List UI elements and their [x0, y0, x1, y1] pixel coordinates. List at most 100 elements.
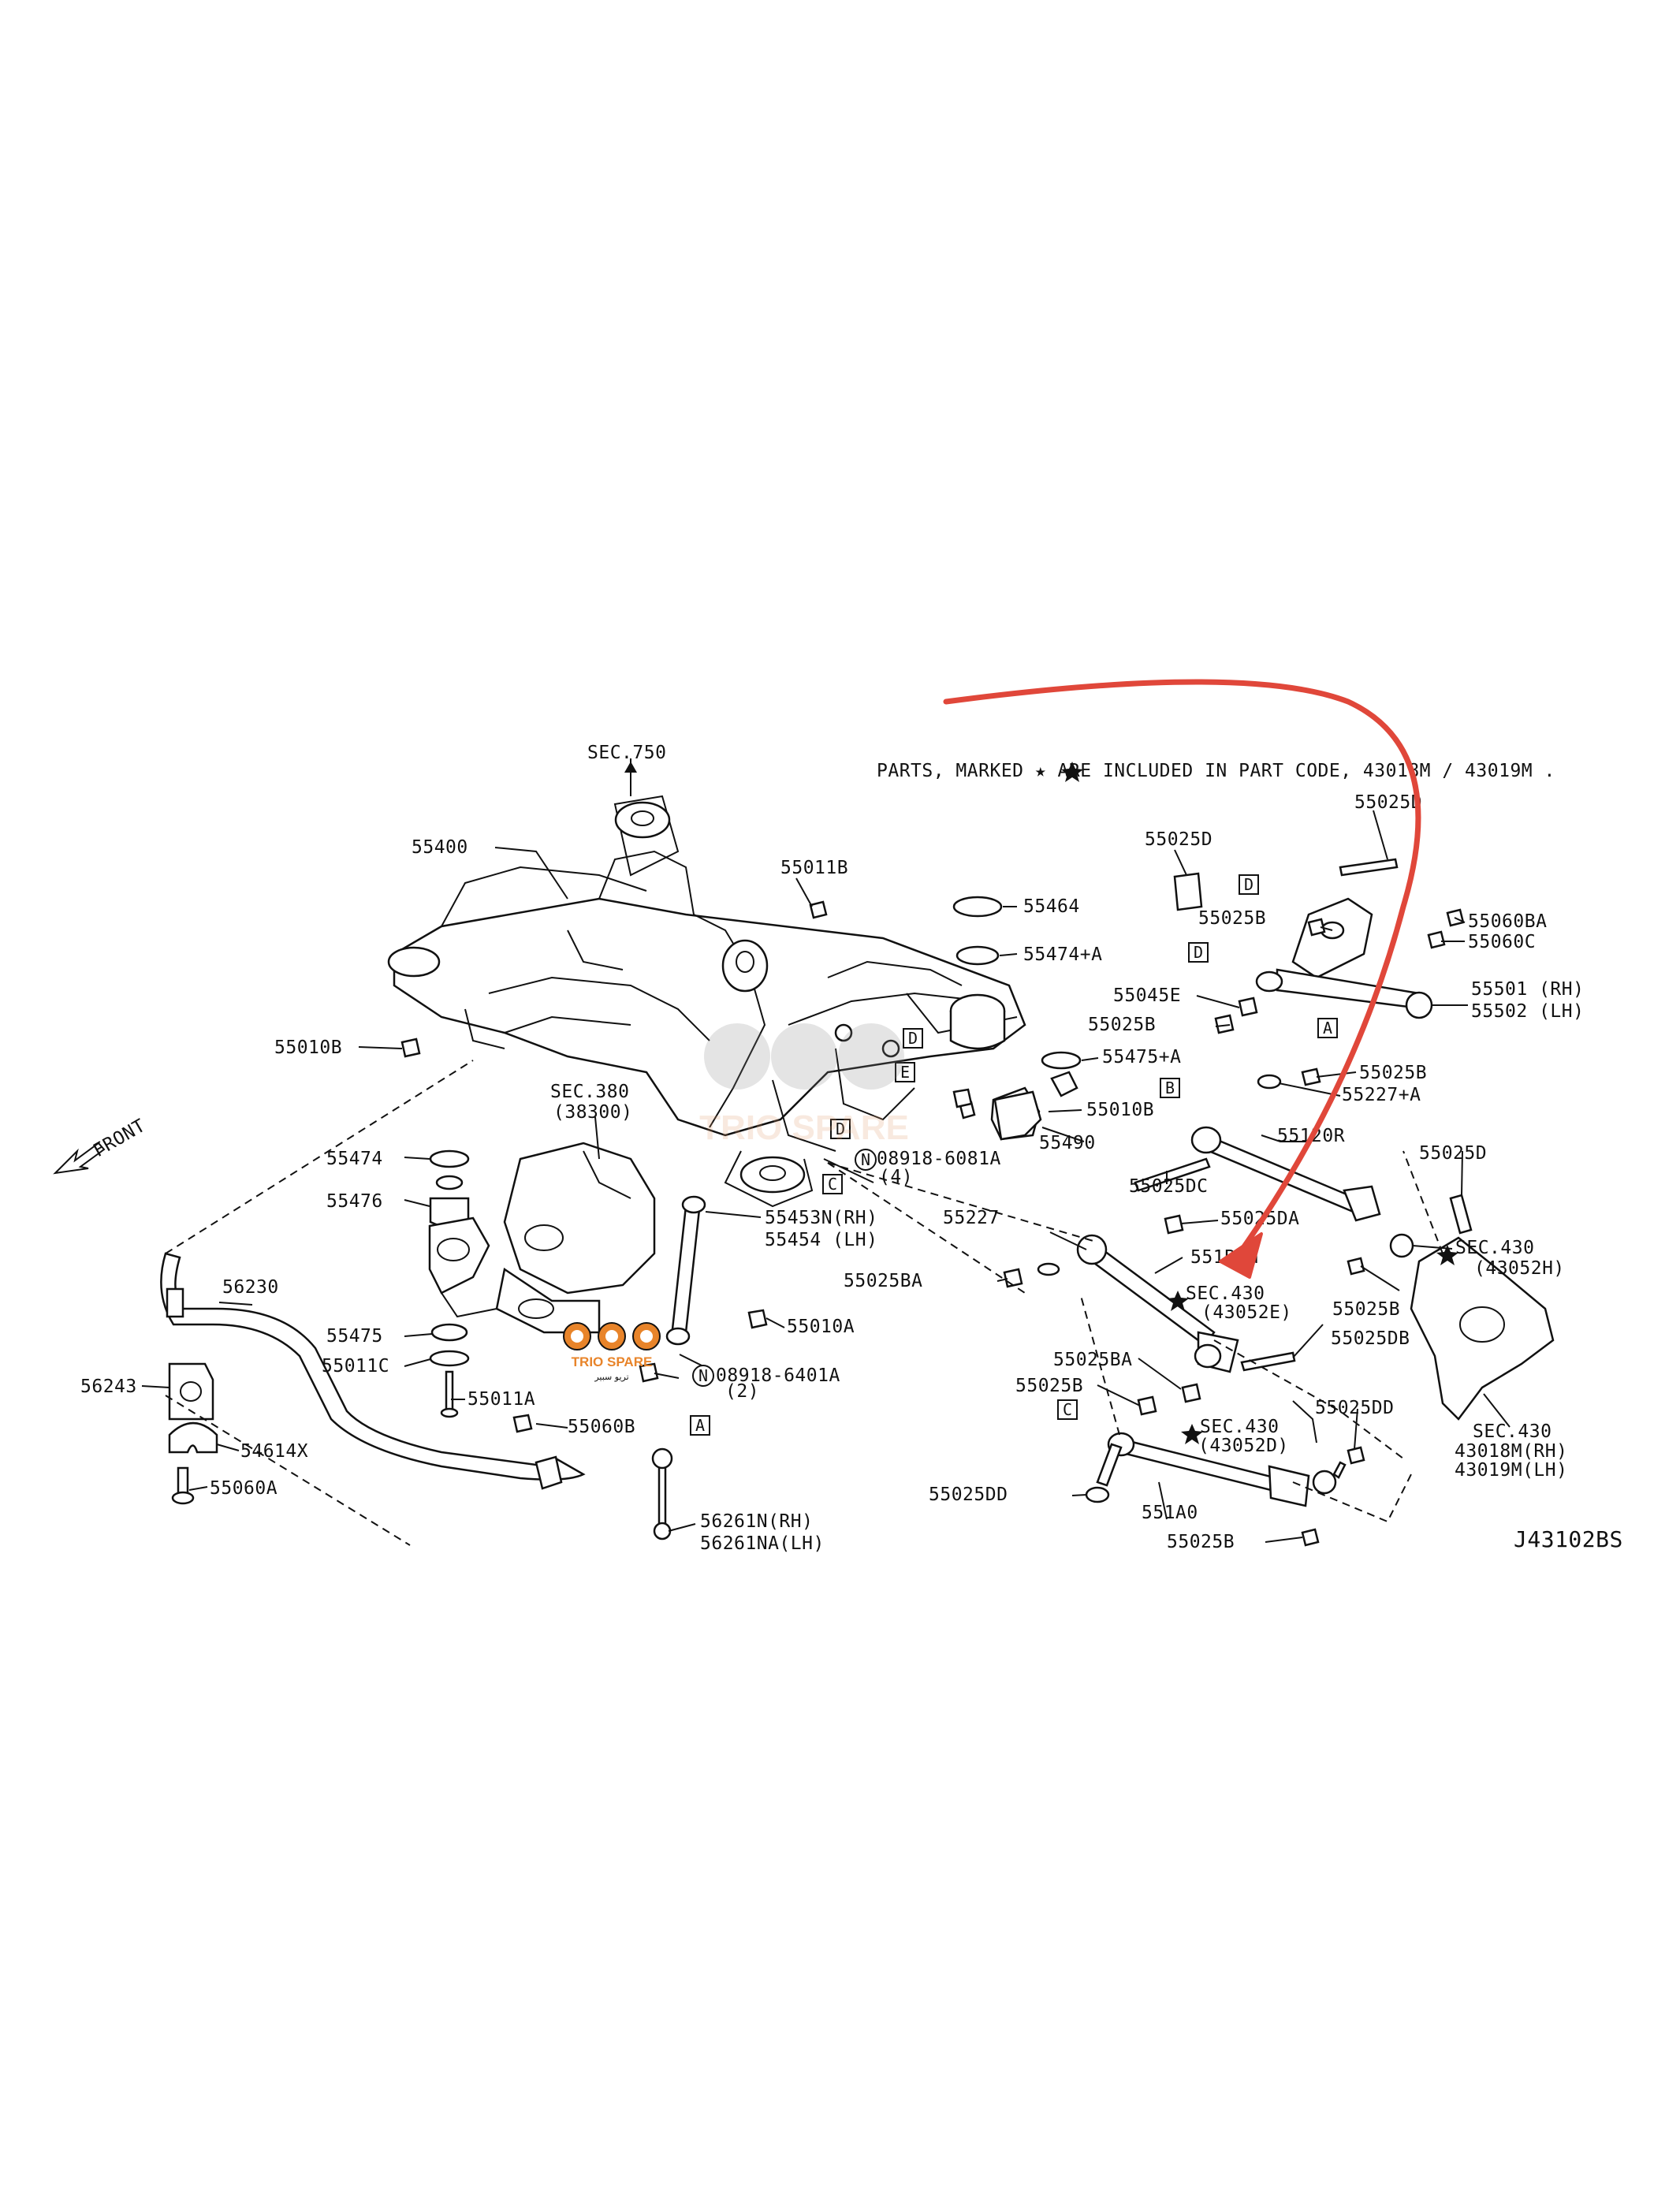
label-55060BA: 55060BA [1468, 911, 1547, 932]
label-sec430-d: SEC.430 [1200, 1417, 1279, 1437]
ref-boxes: D D A B C D E D C A [690, 874, 1338, 1436]
star-icon [1167, 1291, 1189, 1311]
label-55025B-1: 55025B [1198, 908, 1266, 929]
label-55474A: 55474+A [1023, 944, 1102, 965]
label-55490: 55490 [1039, 1133, 1096, 1153]
fasteners [400, 900, 973, 1433]
lower-arm-551A0 [1085, 1395, 1365, 1547]
label-55476: 55476 [326, 1191, 383, 1212]
label-55010B-right: 55010B [1086, 1100, 1154, 1120]
label-55025B-5: 55025B [1015, 1376, 1083, 1396]
label-56243: 56243 [80, 1377, 137, 1397]
stabilizer-bushing [168, 1362, 218, 1505]
upper-arm-55501 [1173, 858, 1465, 1034]
label-55501: 55501 (RH) [1471, 979, 1584, 1000]
watermark-logo-small: TRIO SPARE تريو سبير [563, 1322, 661, 1382]
label-55011B: 55011B [780, 858, 848, 878]
label-sec750: SEC.750 [587, 743, 666, 763]
n-circle: N [861, 1150, 870, 1169]
ref-box-c: C [828, 1175, 837, 1194]
star-icon [1181, 1424, 1203, 1444]
mount-stack-left [429, 1149, 470, 1418]
label-56261N: 56261N(RH) [700, 1511, 813, 1532]
label-55011A: 55011A [467, 1389, 535, 1410]
watermark-logo-center: TRIO SPARE [699, 1023, 909, 1147]
label-55025D-right: 55025D [1419, 1143, 1487, 1164]
label-sec430-e-code: (43052E) [1201, 1302, 1292, 1323]
label-55060C: 55060C [1468, 932, 1536, 952]
label-55060B: 55060B [568, 1417, 635, 1437]
label-sec380: SEC.380 [550, 1082, 629, 1102]
subframe-55400 [387, 795, 1026, 1208]
label-sec430-m-lh: 43019M(LH) [1455, 1460, 1567, 1481]
label-55060A: 55060A [210, 1478, 278, 1499]
star-markers [1061, 762, 1458, 1444]
label-55454: 55454 (LH) [765, 1230, 877, 1250]
label-08918-6401A-qty: (2) [725, 1381, 759, 1402]
stabilizer-link [651, 1447, 673, 1540]
ref-box-d: D [1244, 875, 1253, 894]
watermark-brand-small: TRIO SPARE [572, 1354, 653, 1369]
highlight-arrow [943, 679, 1421, 1279]
ref-box-a: A [695, 1416, 705, 1435]
label-55025DD-right: 55025DD [1315, 1398, 1394, 1418]
label-55025DB: 55025DB [1331, 1328, 1410, 1349]
drawing-code: J43102BS [1514, 1526, 1623, 1552]
part-labels: SEC.750 55400 55011B 55010B SEC.380 (383… [80, 743, 1584, 1554]
bumper-55490 [993, 1090, 1042, 1141]
star-icon [1061, 762, 1083, 782]
ref-box-b: B [1165, 1079, 1175, 1097]
ref-box-a: A [1323, 1019, 1332, 1038]
label-56230: 56230 [222, 1277, 279, 1298]
label-55475A: 55475+A [1102, 1047, 1181, 1067]
label-55025D-top: 55025D [1354, 792, 1422, 813]
watermark-arabic: تريو سبير [594, 1372, 628, 1382]
leader-lines [141, 758, 1511, 1543]
label-55025DC: 55025DC [1129, 1176, 1208, 1197]
label-54614X: 54614X [240, 1441, 308, 1462]
differential-sec380 [428, 1142, 656, 1334]
label-55025B-6: 55025B [1167, 1532, 1235, 1552]
label-55025D-topleft: 55025D [1145, 829, 1213, 850]
label-55045E: 55045E [1113, 985, 1181, 1006]
label-55227A: 55227+A [1342, 1085, 1421, 1105]
front-label: FRONT [90, 1116, 149, 1161]
link-55453N [665, 1195, 706, 1346]
upper-link-55120R [1134, 1067, 1381, 1222]
star-icon [1436, 1245, 1458, 1265]
label-sec430-h: SEC.430 [1455, 1238, 1534, 1258]
label-55025BA-2: 55025BA [1053, 1350, 1132, 1370]
label-08918-6081A-qty: (4) [879, 1167, 913, 1187]
label-sec430-h-code: (43052H) [1474, 1258, 1565, 1279]
label-55227: 55227 [943, 1208, 1000, 1228]
ref-box-d: D [1194, 943, 1203, 962]
label-551A0: 551A0 [1142, 1503, 1198, 1523]
front-arrow-icon [53, 1142, 106, 1175]
label-55010A: 55010A [787, 1317, 855, 1337]
label-55025B-4: 55025B [1332, 1299, 1400, 1320]
grouping-lines [165, 1060, 1443, 1546]
label-sec430-d-code: (43052D) [1198, 1436, 1289, 1456]
label-sec430-e: SEC.430 [1186, 1283, 1265, 1304]
label-55474: 55474 [326, 1149, 383, 1169]
knuckle-sec430 [1347, 1194, 1555, 1421]
up-arrow-icon [624, 762, 637, 796]
label-sec430-m: SEC.430 [1473, 1421, 1551, 1442]
label-55010B-left: 55010B [274, 1038, 342, 1058]
ref-box-d: D [836, 1119, 845, 1138]
label-55502: 55502 (LH) [1471, 1001, 1584, 1022]
label-55453N: 55453N(RH) [765, 1208, 877, 1228]
label-55025DD-left: 55025DD [929, 1485, 1008, 1505]
ref-box-c: C [1063, 1400, 1072, 1419]
n-circle: N [698, 1366, 708, 1385]
stabilizer-bar-56230 [160, 1252, 586, 1490]
label-55025BA-left: 55025BA [844, 1271, 922, 1291]
label-sec430-m-rh: 43018M(RH) [1455, 1441, 1567, 1462]
n-circle-markers: N N [692, 1149, 877, 1387]
label-55011C: 55011C [322, 1356, 389, 1377]
label-55025B-3: 55025B [1359, 1063, 1427, 1083]
label-08918-6081A: 08918-6081A [877, 1149, 1001, 1169]
ref-box-e: E [900, 1063, 910, 1082]
